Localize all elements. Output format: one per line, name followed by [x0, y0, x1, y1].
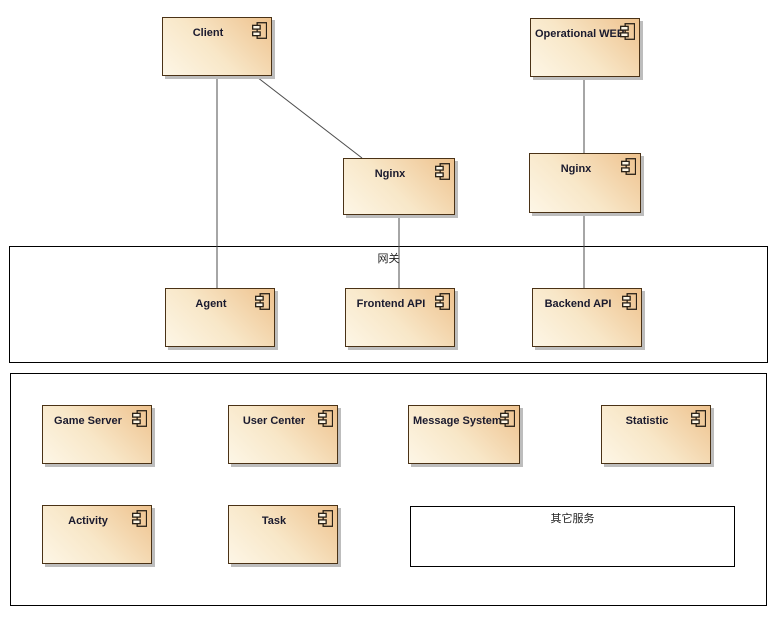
node-label: Frontend API [356, 298, 426, 310]
node-frontend-api: Frontend API [345, 288, 455, 347]
node-message-system: Message System [408, 405, 520, 464]
node-user-center: User Center [228, 405, 338, 464]
component-icon [252, 22, 267, 39]
node-label: Game Server [54, 415, 122, 427]
node-label: Activity [68, 515, 108, 527]
component-icon [622, 293, 637, 310]
node-nginx-right: Nginx [529, 153, 641, 213]
node-agent: Agent [165, 288, 275, 347]
node-label: Statistic [625, 415, 669, 427]
node-label: Task [261, 515, 287, 527]
component-icon [621, 158, 636, 175]
component-icon [500, 410, 515, 427]
component-icon [318, 410, 333, 427]
component-icon [318, 510, 333, 527]
node-nginx-left: Nginx [343, 158, 455, 215]
node-task: Task [228, 505, 338, 564]
component-icon [435, 293, 450, 310]
node-statistic: Statistic [601, 405, 711, 464]
node-label: Client [192, 27, 224, 39]
node-label: Agent [195, 298, 227, 310]
node-label: Nginx [374, 168, 406, 180]
node-label: Nginx [560, 163, 592, 175]
box-other-services: 其它服务 [410, 506, 735, 567]
container-gateway-label: 网关 [377, 253, 400, 265]
node-game-server: Game Server [42, 405, 152, 464]
node-label: Operational WEB [535, 28, 625, 40]
node-label: Backend API [544, 298, 612, 310]
component-icon [435, 163, 450, 180]
node-client: Client [162, 17, 272, 76]
node-label: User Center [242, 415, 306, 427]
node-operational-web: Operational WEB [530, 18, 640, 77]
component-icon [132, 510, 147, 527]
component-icon [620, 23, 635, 40]
node-label: Message System [413, 415, 502, 427]
box-other-services-label: 其它服务 [550, 513, 595, 525]
node-backend-api: Backend API [532, 288, 642, 347]
component-icon [691, 410, 706, 427]
component-icon [132, 410, 147, 427]
node-activity: Activity [42, 505, 152, 564]
connector-client-nginx [252, 73, 363, 159]
component-icon [255, 293, 270, 310]
